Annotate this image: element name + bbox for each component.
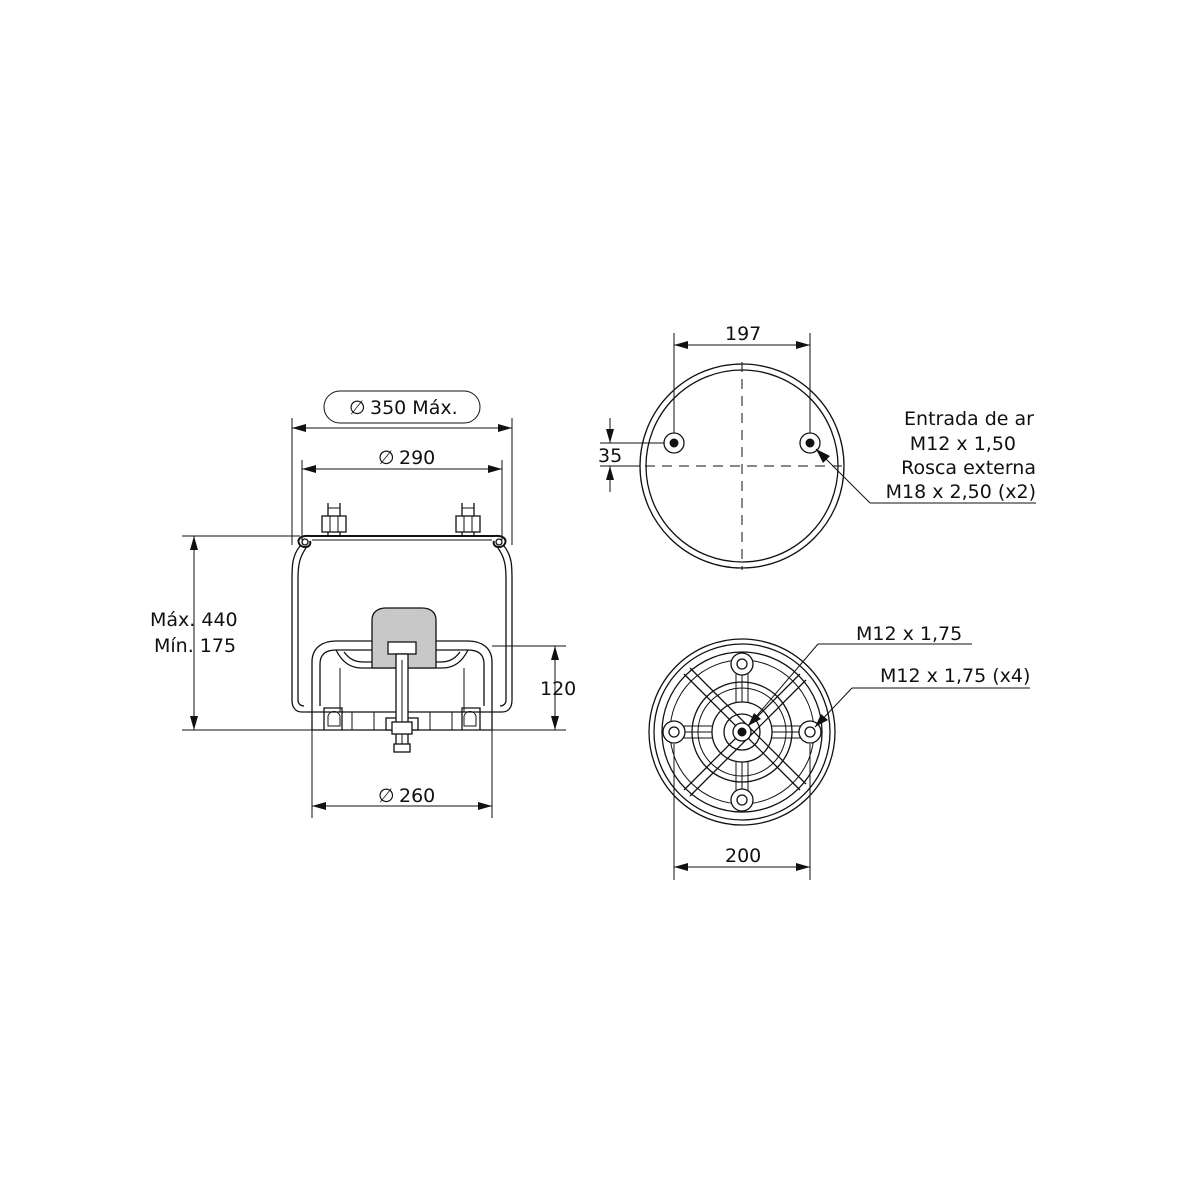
- center-bolt: [391, 653, 413, 753]
- stud-top-left: [663, 432, 685, 454]
- dim-piston-height: 120: [540, 646, 576, 730]
- dim-bead-diameter: ∅ 290: [301, 447, 503, 540]
- hole-spacing-label: 200: [725, 845, 761, 867]
- callout-line-4: M18 x 2,50 (x2): [886, 481, 1036, 503]
- callout-line-1: Entrada de ar: [904, 408, 1034, 430]
- dim-outer-diameter: ∅ 350 Máx.: [291, 390, 513, 545]
- hole-thread-callout: M12 x 1,75 (x4): [814, 665, 1030, 728]
- outer-diameter-symbol: ∅: [349, 397, 366, 419]
- outer-diameter-label-frame: [323, 390, 481, 424]
- mount-hole-left: [662, 720, 686, 744]
- air-inlet-callout: Entrada de ar M12 x 1,50 Rosca externa M…: [815, 408, 1036, 504]
- piston-diameter-symbol: ∅: [378, 785, 395, 807]
- dim-hole-spacing: 200: [673, 744, 811, 880]
- callout-line-3: Rosca externa: [901, 457, 1036, 479]
- height-max-label: Máx. 440: [150, 609, 238, 631]
- dim-stud-offset: 35: [598, 418, 664, 492]
- dim-height: Máx. 440 Mín. 175: [150, 536, 238, 730]
- center-hole: [732, 722, 752, 742]
- callout-line-2: M12 x 1,50: [910, 433, 1016, 455]
- stud-offset-label: 35: [598, 445, 622, 467]
- stud-right: [455, 503, 481, 536]
- bellows: [291, 545, 513, 713]
- dim-piston-diameter: ∅ 260: [311, 730, 493, 818]
- piston-diameter-value: 260: [399, 785, 435, 807]
- bead-diameter-value: 290: [399, 447, 435, 469]
- dim-stud-spacing: 197: [673, 323, 811, 433]
- piston-height-label: 120: [540, 678, 576, 700]
- bumper-block: [371, 607, 437, 669]
- height-min-label: Mín. 175: [154, 635, 236, 657]
- mount-hole-top: [730, 652, 754, 676]
- bottom-view: M12 x 1,75 M12 x 1,75 (x4) 200: [648, 623, 1030, 880]
- stud-left: [321, 503, 347, 536]
- mount-hole-bottom: [730, 788, 754, 812]
- side-view: ∅ 350 Máx. ∅ 290: [150, 390, 576, 818]
- top-plate: [297, 534, 507, 549]
- bead-diameter-symbol: ∅: [378, 447, 395, 469]
- stud-spacing-label: 197: [725, 323, 761, 345]
- center-thread-label: M12 x 1,75: [856, 623, 962, 645]
- hole-thread-label: M12 x 1,75 (x4): [880, 665, 1030, 687]
- top-view: 197 35 Entrada de ar M12 x 1,50 Rosca ex…: [598, 323, 1036, 570]
- center-thread-callout: M12 x 1,75: [747, 623, 972, 727]
- outer-diameter-value: 350 Máx.: [370, 397, 458, 419]
